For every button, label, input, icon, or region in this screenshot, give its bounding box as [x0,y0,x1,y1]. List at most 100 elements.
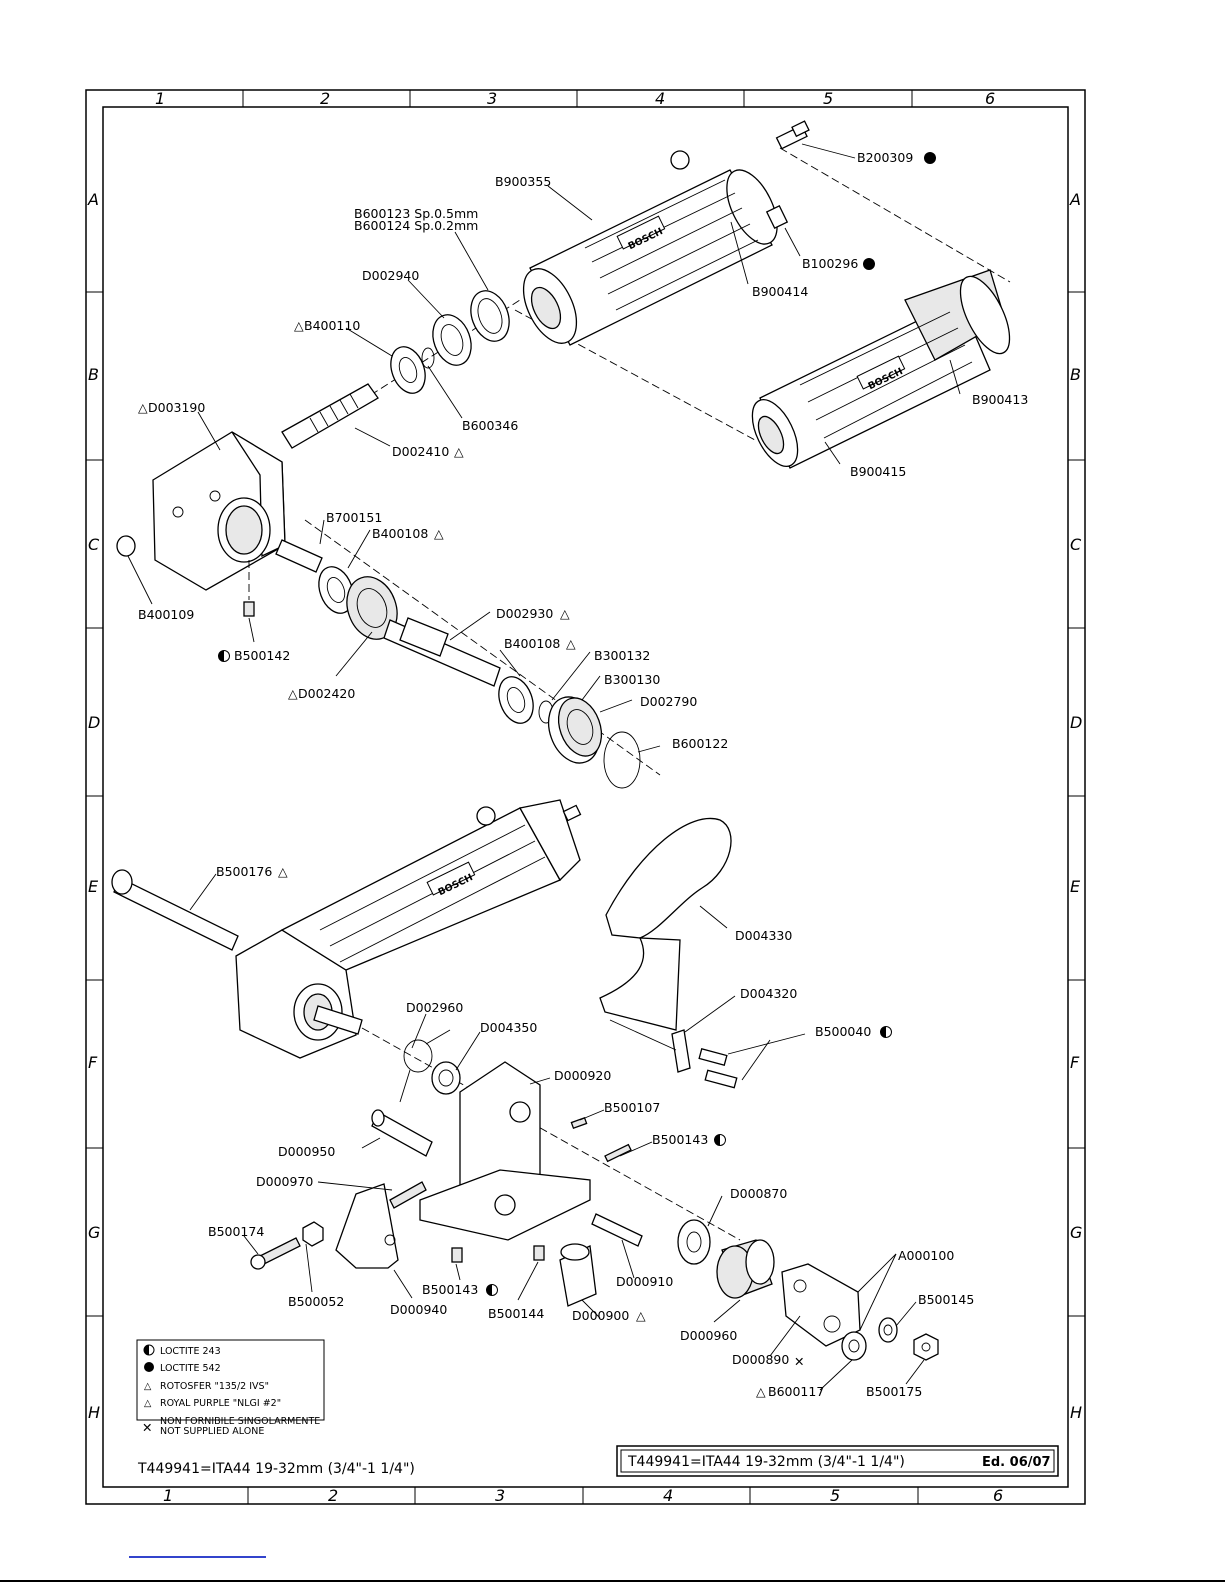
legend-loctite-243: LOCTITE 243 [160,1346,221,1357]
row-label: G [88,1223,100,1242]
part-callouts: B200309 B900355 B600123 Sp.0.5mm B600124… [138,150,1028,1399]
row-label: B [1070,365,1081,384]
royal-purple-icon: △ [138,400,148,415]
bearing-b400108-b [498,676,534,724]
callout-d004350: D004350 [480,1020,537,1035]
royal-purple-icon: △ [144,1398,152,1409]
legend-not-supplied-it: NON FORNIBILE SINGOLARMENTE [160,1416,320,1427]
callout-b400108-a: B400108 [372,526,428,541]
callout-b900413: B900413 [972,392,1028,407]
gear-d002420 [346,576,398,640]
shim-b600123 [470,290,510,342]
grid-row-labels-right: A B C D E F G H [1069,190,1082,1422]
shaft-d002930 [383,617,501,687]
col-label: 3 [487,89,497,108]
set-screw-b500143-b [451,1247,463,1263]
legend-box: LOCTITE 243 LOCTITE 542 △ ROTOSFER "135/… [136,1339,325,1437]
rotosfer-icon: △ [288,686,298,701]
screw-b100296 [765,204,789,230]
col-label: 2 [320,89,330,108]
snap-ring-b600122 [603,731,641,789]
row-label: E [88,877,99,896]
col-label: 1 [163,1486,173,1505]
callout-d000970: D000970 [256,1174,313,1189]
bearing-b400108-a [318,566,354,614]
callout-b200309: B200309 [857,150,913,165]
royal-purple-icon: △ [756,1384,766,1399]
set-screw-b500144 [533,1245,545,1261]
oring-b600346 [421,347,435,369]
callout-d000900: D000900 [572,1308,629,1323]
rotosfer-icon: △ [454,444,464,459]
tube-b900415: BOSCH [751,269,1011,469]
callout-d002930: D002930 [496,606,553,621]
col-label: 3 [495,1486,505,1505]
spring-d000970 [389,1181,427,1209]
callout-b500143-b: B500143 [422,1282,478,1297]
col-label: 6 [993,1486,1003,1505]
callout-b900414: B900414 [752,284,808,299]
callout-d000960: D000960 [680,1328,737,1343]
set-screw-b500142 [243,560,255,617]
callout-d002790: D002790 [640,694,697,709]
drawing-frame [85,89,1086,1505]
callout-b400109: B400109 [138,607,194,622]
row-label: E [1070,877,1081,896]
legend-not-supplied-en: NOT SUPPLIED ALONE [160,1426,264,1437]
loctite-542-icon [144,1362,154,1372]
bushing-d004350 [431,1061,461,1095]
spring-d002960 [399,1029,451,1103]
loctite-542-icon [863,258,875,270]
worm-shaft-d002410 [281,383,379,449]
callout-b400108-b: B400108 [504,636,560,651]
row-label: F [88,1053,98,1072]
callout-a000100: A000100 [898,1248,954,1263]
callout-b500144: B500144 [488,1306,544,1321]
callout-b500143-a: B500143 [652,1132,708,1147]
callout-d000920: D000920 [554,1068,611,1083]
footer-link-underline[interactable] [129,1556,266,1558]
bushing-b600117 [841,1331,867,1361]
tube-b900355: BOSCH [522,150,778,346]
col-label: 1 [155,89,165,108]
rotosfer-icon: △ [560,606,570,621]
callout-b600123: B600123 Sp.0.5mm [354,206,478,221]
rotosfer-icon: △ [434,526,444,541]
callout-d002410: D002410 [392,444,449,459]
callout-d000890: D000890 [732,1352,789,1367]
legend-rotosfer: ROTOSFER "135/2 IVS" [160,1381,269,1392]
row-label: C [88,535,100,554]
callout-b700151: B700151 [326,510,382,525]
title-block-model: T449941=ITA44 19-32mm (3/4"-1 1/4") [627,1454,905,1470]
not-supplied-icon: ✕ [794,1354,804,1369]
pin-d000910 [591,1213,643,1247]
nut-b500175 [913,1333,939,1361]
row-label: D [1070,713,1082,732]
screws-b500040 [698,1048,738,1089]
row-label: G [1070,1223,1082,1242]
callout-b100296: B100296 [802,256,858,271]
rotosfer-icon: △ [144,1381,152,1392]
col-label: 6 [985,89,995,108]
row-label: H [88,1403,100,1422]
row-label: A [87,190,99,209]
row-label: A [1069,190,1081,209]
row-label: B [88,365,99,384]
callout-d002940: D002940 [362,268,419,283]
col-label: 4 [663,1486,673,1505]
ring-nut-d002790 [547,696,603,764]
support-d000920 [419,1061,591,1241]
legend-loctite-542: LOCTITE 542 [160,1363,221,1374]
col-label: 5 [830,1486,840,1505]
callout-b300132: B300132 [594,648,650,663]
pin-b400109 [116,535,136,557]
callout-b500052: B500052 [288,1294,344,1309]
leader-lines [127,143,961,1391]
rotosfer-icon: △ [278,864,288,879]
callout-d004330: D004330 [735,928,792,943]
knurled-roller-d000960 [716,1239,775,1299]
callout-b500142: B500142 [234,648,290,663]
callout-b600346: B600346 [462,418,518,433]
callout-d000870: D000870 [730,1186,787,1201]
